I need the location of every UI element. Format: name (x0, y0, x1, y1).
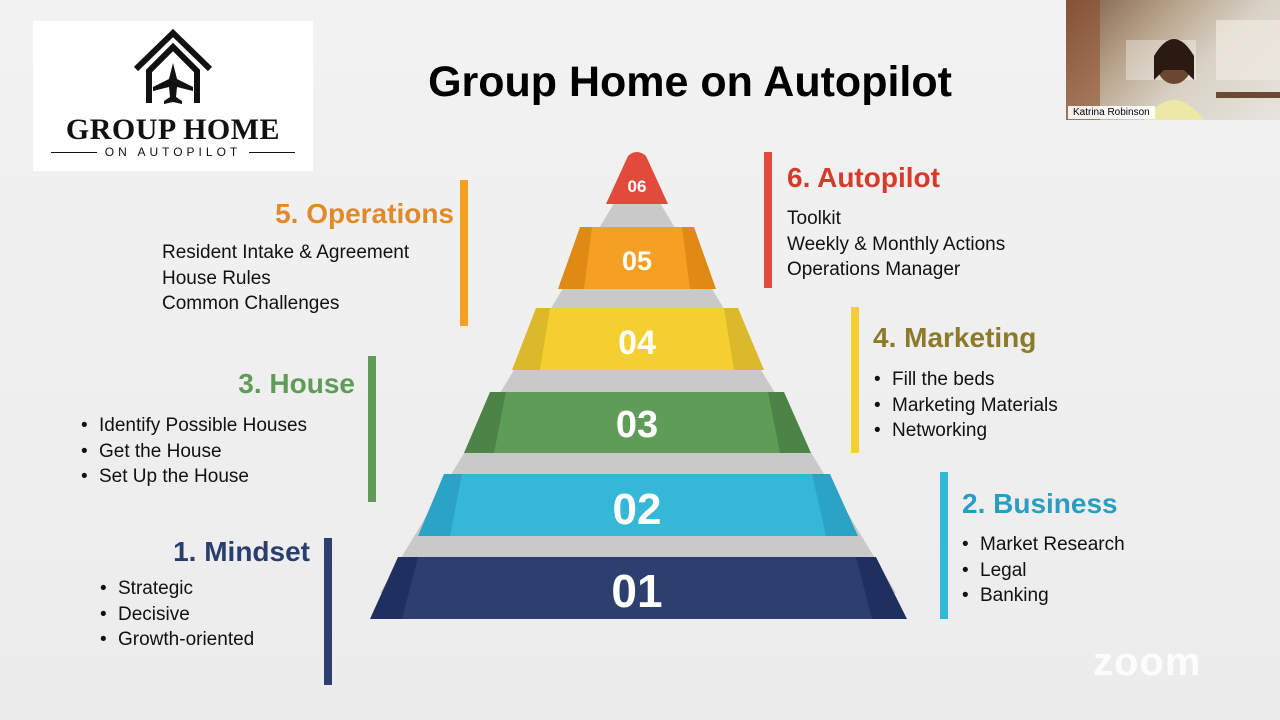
list-item: •Set Up the House (81, 466, 249, 487)
list-item: •Growth-oriented (100, 629, 255, 650)
pyramid-layer-01-label: 01 (611, 565, 662, 617)
autopilot-list: Toolkit Weekly & Monthly Actions Operati… (787, 206, 1005, 283)
autopilot-heading: 6. Autopilot (787, 162, 940, 193)
business-accent-bar (940, 472, 948, 619)
brand-logo: GROUP HOME ON AUTOPILOT (33, 21, 313, 171)
pyramid-layer-03-label: 03 (616, 404, 658, 446)
list-item: •Marketing Materials (874, 394, 1058, 416)
logo-tagline: ON AUTOPILOT (33, 145, 313, 159)
list-item: •Fill the beds (874, 369, 995, 390)
marketing-list: •Fill the beds •Marketing Materials •Net… (874, 367, 1058, 444)
pyramid-layer-04-label: 04 (618, 324, 656, 362)
house-list: •Identify Possible Houses •Get the House… (81, 413, 307, 490)
participant-name: Katrina Robinson (1068, 106, 1155, 119)
list-item: •Decisive (100, 603, 190, 625)
pyramid-layer-01: 01 (370, 557, 907, 619)
list-item: Operations Manager (787, 259, 961, 280)
pyramid-layer-05-label: 05 (622, 246, 652, 276)
house-heading: 3. House (238, 368, 355, 399)
business-heading: 2. Business (962, 488, 1118, 519)
operations-accent-bar (460, 180, 468, 326)
list-item: Resident Intake & Agreement (162, 242, 410, 263)
list-item: •Strategic (100, 578, 193, 599)
list-item: •Legal (962, 559, 1027, 581)
zoom-watermark: zoom (1093, 640, 1202, 684)
pyramid-layer-06-label: 06 (628, 177, 647, 196)
list-item: •Networking (874, 420, 988, 441)
logo-name: GROUP HOME (65, 113, 281, 146)
list-item: •Identify Possible Houses (81, 415, 308, 436)
pyramid-layer-04: 04 (512, 308, 764, 370)
pyramid-layer-06: 06 (606, 152, 668, 204)
marketing-heading: 4. Marketing (873, 322, 1037, 353)
pyramid-layer-03: 03 (464, 392, 811, 453)
participant-video-feed (1066, 0, 1280, 120)
mindset-heading: 1. Mindset (173, 536, 310, 567)
list-item: Common Challenges (162, 293, 340, 314)
business-list: •Market Research •Legal •Banking (962, 532, 1125, 609)
list-item: •Banking (962, 585, 1049, 606)
slide-title: Group Home on Autopilot (428, 58, 952, 106)
pyramid-layer-02-label: 02 (613, 485, 662, 534)
mindset-list: •Strategic •Decisive •Growth-oriented (100, 576, 254, 653)
operations-heading: 5. Operations (275, 198, 454, 229)
list-item: •Market Research (962, 534, 1125, 555)
participant-video-tile[interactable]: Katrina Robinson (1066, 0, 1280, 120)
mindset-accent-bar (324, 538, 332, 685)
marketing-accent-bar (851, 307, 859, 453)
list-item: •Get the House (81, 440, 222, 462)
list-item: Weekly & Monthly Actions (787, 233, 1006, 255)
operations-list: Resident Intake & Agreement House Rules … (162, 240, 409, 317)
list-item: Toolkit (787, 208, 841, 229)
pyramid-layer-02: 02 (418, 474, 858, 536)
autopilot-accent-bar (764, 152, 772, 288)
pyramid-layer-05: 05 (558, 227, 716, 289)
house-accent-bar (368, 356, 376, 502)
list-item: House Rules (162, 267, 271, 289)
house-plane-icon (133, 28, 213, 104)
